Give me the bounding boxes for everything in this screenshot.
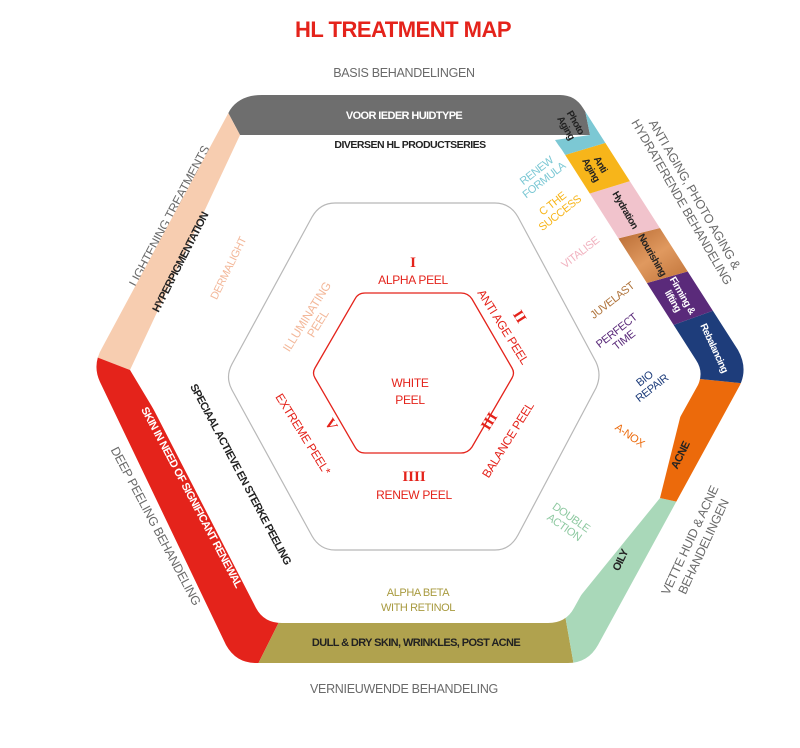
band-bottom-olive — [240, 615, 580, 663]
peel-iii-numeral: III — [478, 410, 501, 433]
category-bottom: VERNIEUWENDE BEHANDELING — [310, 682, 498, 696]
middle-hexagon-outline — [227, 202, 600, 551]
product-alpha-beta-line2: WITH RETINOL — [381, 602, 455, 614]
page-title: HL TREATMENT MAP — [295, 17, 511, 42]
peel-i-numeral: I — [410, 255, 416, 271]
peel-iiii-label: RENEW PEEL — [376, 488, 452, 502]
category-top: BASIS BEHANDELINGEN — [333, 66, 475, 80]
inner-hexagon-outline — [312, 292, 515, 454]
band-label-bottom: DULL & DRY SKIN, WRINKLES, POST ACNE — [312, 637, 520, 649]
product-top: DIVERSEN HL PRODUCTSERIES — [334, 139, 486, 151]
product-alpha-beta-line1: ALPHA BETA — [387, 587, 450, 599]
ring-inner-area — [137, 135, 701, 623]
peel-center-line1: WHITE — [391, 376, 428, 390]
peel-i-label: ALPHA PEEL — [378, 273, 448, 287]
band-label-top: VOOR IEDER HUIDTYPE — [346, 110, 463, 122]
peel-iiii-numeral: IIII — [402, 469, 426, 485]
peel-iii-numeral-group: III — [478, 410, 501, 433]
peel-center-line2: PEEL — [395, 393, 425, 407]
band-top-grey — [200, 95, 590, 135]
